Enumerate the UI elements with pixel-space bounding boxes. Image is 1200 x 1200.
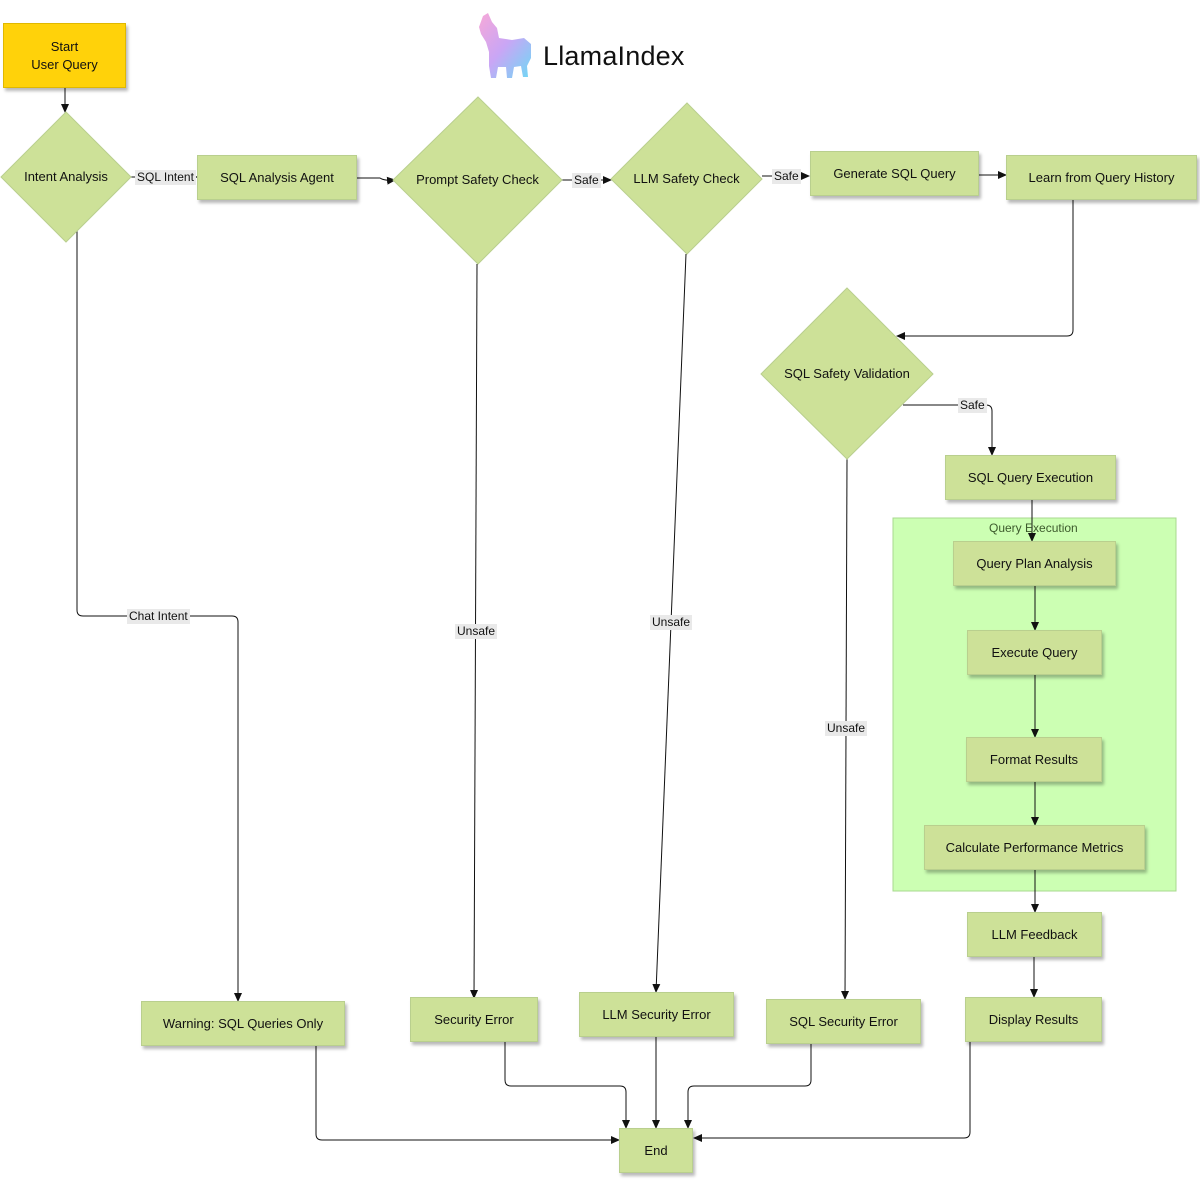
edge-label-sqlvalidation-safe: Safe [958,398,987,413]
llm-feedback-node[interactable]: LLM Feedback [967,912,1102,957]
execute-query-node[interactable]: Execute Query [967,630,1102,675]
edge-securityerror-end [504,1042,630,1129]
learn-from-query-history-node[interactable]: Learn from Query History [1006,155,1197,200]
end-node[interactable]: End [619,1128,693,1173]
sql-analysis-agent-node[interactable]: SQL Analysis Agent [197,155,357,200]
query-plan-analysis-node[interactable]: Query Plan Analysis [953,541,1116,586]
start-node[interactable]: Start User Query [3,23,126,88]
edge-label-prompt-safe: Safe [572,173,601,188]
security-error-node[interactable]: Security Error [410,997,538,1042]
sql-security-error-node[interactable]: SQL Security Error [766,999,921,1044]
display-results-node[interactable]: Display Results [965,997,1102,1042]
edge-label-llm-unsafe: Unsafe [650,615,693,630]
prompt-safety-check-diamond[interactable] [392,96,563,265]
warning-sql-queries-only-node[interactable]: Warning: SQL Queries Only [141,1001,345,1046]
llm-safety-check-diamond[interactable] [610,102,763,255]
format-results-node[interactable]: Format Results [966,737,1102,782]
edge-sqlagent-prompt [357,176,396,185]
query-execution-group-label: Query Execution [989,521,1078,535]
llm-security-error-node[interactable]: LLM Security Error [579,992,734,1037]
brand-name: LlamaIndex [543,41,685,71]
edge-label-prompt-unsafe: Unsafe [455,624,498,639]
edge-learn-sqlvalidation [896,200,1074,340]
start-label: Start [50,38,79,54]
user-query-label: User Query [31,56,98,72]
sql-safety-validation-diamond[interactable] [760,287,934,460]
edge-label-sql-intent: SQL Intent [135,170,196,185]
edge-warning-end [315,1046,620,1144]
intent-analysis-diamond[interactable] [0,111,132,243]
edge-display-end [693,1042,971,1142]
sql-query-execution-node[interactable]: SQL Query Execution [945,455,1116,500]
edge-sqlsecurityerror-end [684,1044,812,1129]
edge-label-chat-intent: Chat Intent [127,609,190,624]
generate-sql-query-node[interactable]: Generate SQL Query [810,151,979,196]
calculate-performance-metrics-node[interactable]: Calculate Performance Metrics [924,825,1145,870]
edge-label-llm-safe: Safe [772,169,801,184]
edge-label-sqlvalidation-unsafe: Unsafe [825,721,868,736]
llama-logo-icon [479,13,531,78]
